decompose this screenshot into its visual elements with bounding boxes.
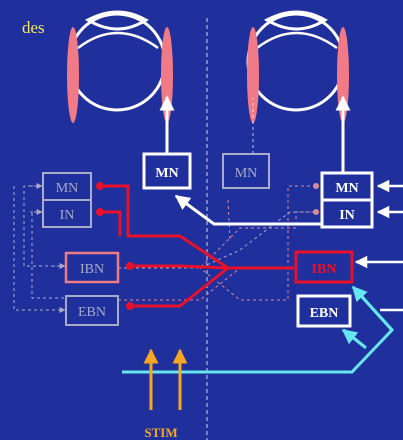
node-in-left: IN	[42, 199, 92, 228]
in-to-mn-crossing-pathway	[174, 194, 336, 226]
left-dashed-connections	[13, 183, 314, 313]
cyan-arrow-ebn	[351, 285, 394, 332]
right-in-pink-dot	[313, 209, 319, 215]
red-dot-ebn	[126, 302, 134, 310]
red-dot-mn	[96, 182, 104, 190]
red-dot-ibn	[126, 262, 134, 270]
right-eye	[246, 10, 349, 123]
node-ebn-left: EBN	[65, 295, 119, 326]
ibn-left-label: IBN	[80, 262, 104, 277]
in-right-label: IN	[339, 208, 355, 223]
ebn-right-label: EBN	[310, 306, 339, 321]
mn-right-label: MN	[335, 181, 358, 196]
node-ibn-left: IBN	[64, 251, 120, 284]
ebn-left-label: EBN	[78, 305, 106, 320]
node-ibn-right: IBN	[294, 250, 354, 284]
left-eye-lateral-muscle	[67, 27, 79, 123]
right-dashed-connections	[118, 185, 316, 301]
cyan-arrow-lower	[341, 328, 367, 350]
node-mn-center: MN	[142, 152, 192, 190]
stim-label: STIM	[144, 425, 177, 440]
red-pathways	[100, 184, 294, 308]
right-mn-pink-dot	[313, 183, 319, 189]
node-in-right: IN	[320, 198, 374, 229]
header-text: des	[22, 18, 45, 37]
node-ebn-right: EBN	[296, 294, 352, 328]
ibn-right-label: IBN	[312, 262, 337, 277]
red-dot-in	[96, 208, 104, 216]
node-mn-left: MN	[42, 172, 92, 201]
right-eye-medial-muscle	[247, 27, 259, 123]
node-mn-center-gray: MN	[222, 153, 270, 189]
mn-left-label: MN	[56, 181, 79, 196]
mn-center-label: MN	[155, 166, 178, 181]
node-mn-right: MN	[320, 171, 374, 202]
left-eye	[67, 10, 173, 123]
mn-center-gray-label: MN	[235, 166, 258, 181]
in-left-label: IN	[60, 208, 75, 223]
